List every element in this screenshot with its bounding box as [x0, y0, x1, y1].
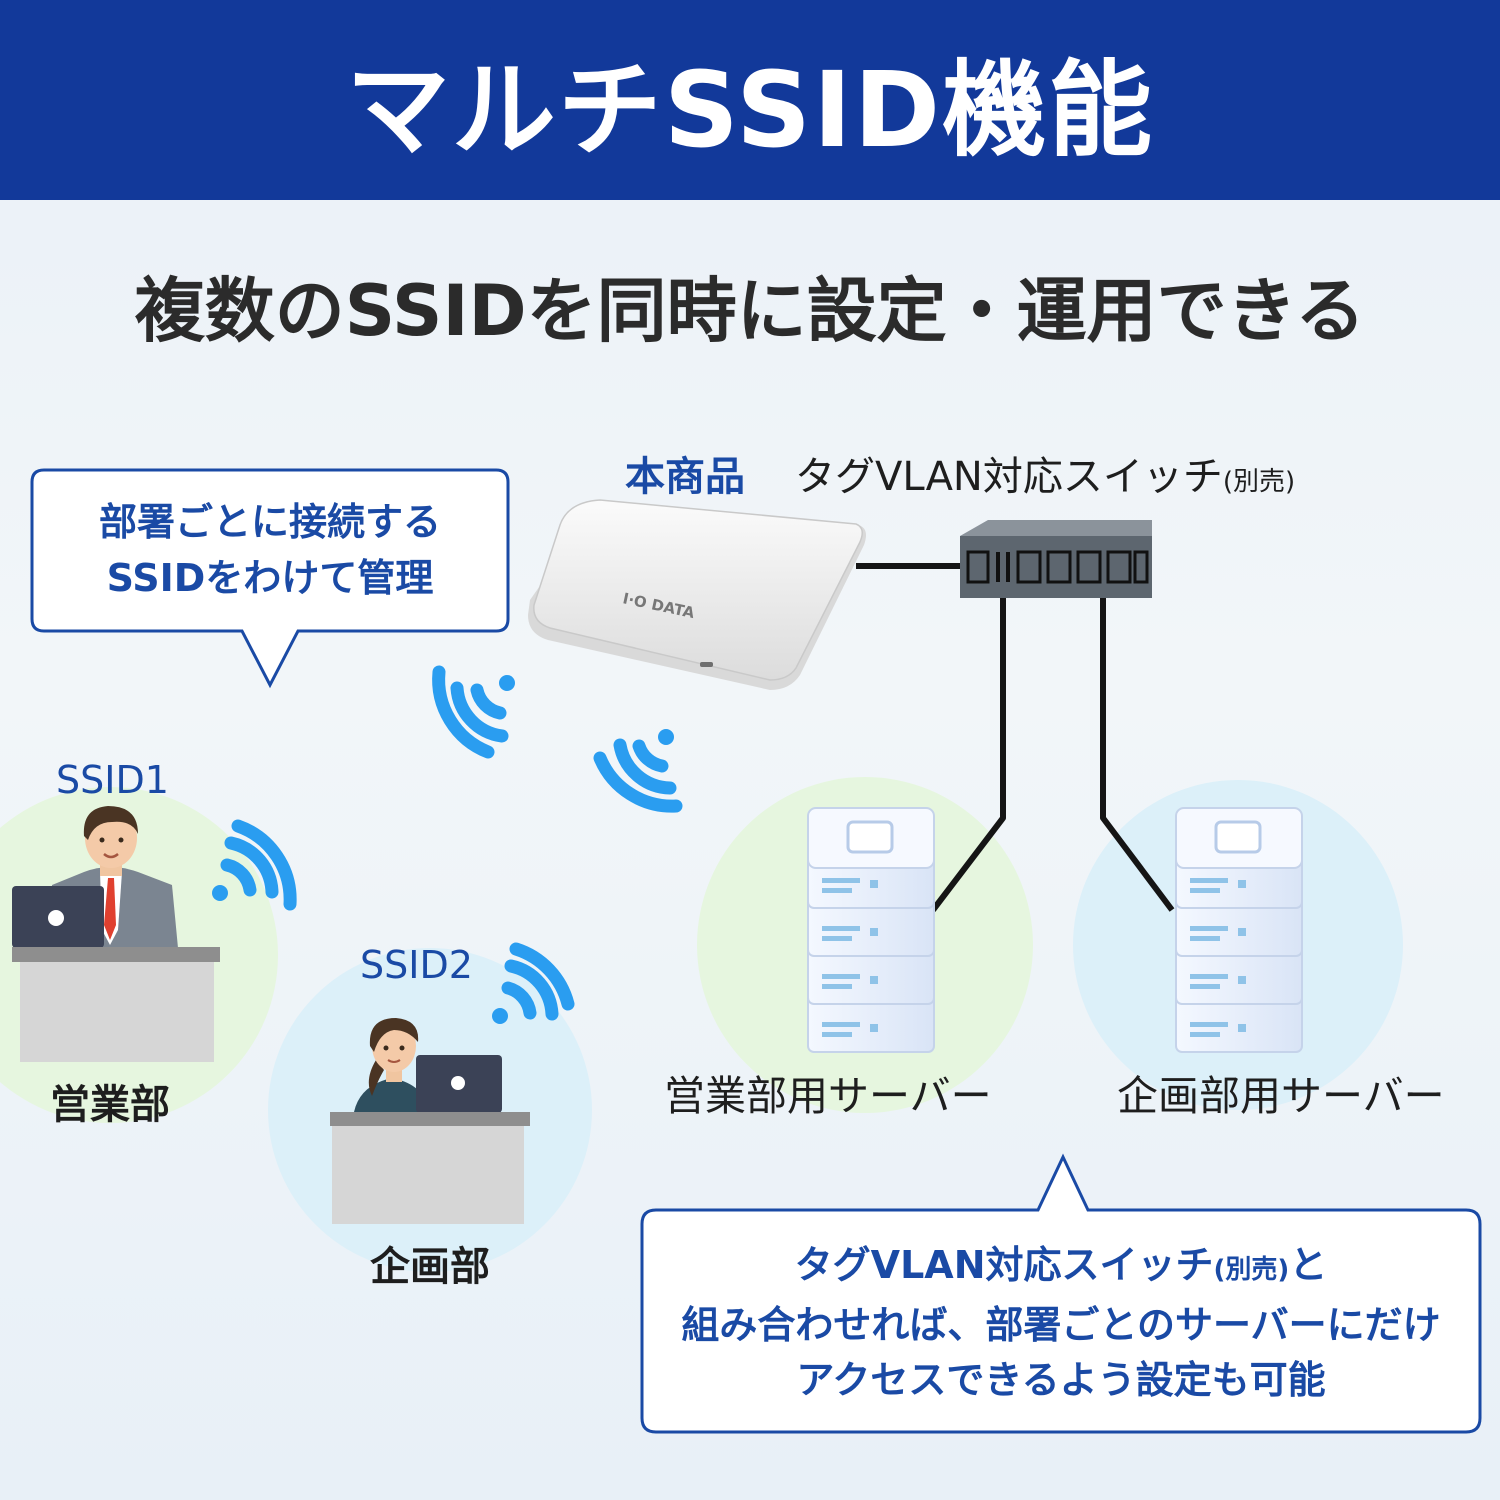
- ssid2-label: SSID2: [360, 943, 473, 987]
- callout-bottom-line1-tail: と: [1289, 1243, 1328, 1287]
- planning-department-label: 企画部: [370, 1244, 490, 1290]
- subtitle: 複数のSSIDを同時に設定・運用できる: [134, 270, 1366, 352]
- laptop-icon: [12, 886, 104, 948]
- title-banner: マルチSSID機能: [0, 0, 1500, 200]
- sales-server-label: 営業部用サーバー: [664, 1072, 992, 1120]
- office-desk: [12, 947, 220, 1062]
- wifi-icon: [212, 819, 297, 911]
- switch-note: (別売): [1222, 467, 1296, 497]
- callout-top-line2: SSIDをわけて管理: [106, 556, 434, 600]
- planning-server-label: 企画部用サーバー: [1117, 1072, 1445, 1120]
- wifi-icon: [432, 665, 515, 759]
- access-point-device: I·O DATA: [528, 499, 866, 690]
- page-title: マルチSSID機能: [345, 48, 1155, 171]
- office-desk: [330, 1112, 530, 1224]
- wifi-icon: [593, 729, 683, 813]
- callout-top-text: 部署ごとに接続する SSIDをわけて管理: [32, 494, 508, 606]
- planning-person: [354, 1018, 428, 1112]
- ssid1-label: SSID1: [56, 758, 169, 802]
- callout-bottom-line2: 組み合わせれば、部署ごとのサーバーにだけ: [681, 1303, 1441, 1347]
- planning-server-icon: [1175, 807, 1303, 1053]
- callout-bottom-box: [640, 1153, 1482, 1434]
- callout-bottom-line1-note: (別売): [1213, 1255, 1290, 1285]
- switch-label-group: タグVLAN対応スイッチ(別売): [795, 444, 1295, 502]
- callout-top-box: [30, 468, 510, 689]
- product-label: 本商品: [625, 454, 745, 500]
- callout-bottom-line3: アクセスできるよう設定も可能: [796, 1358, 1326, 1402]
- switch-label: タグVLAN対応スイッチ: [795, 454, 1223, 500]
- network-cables: [856, 563, 1175, 912]
- vlan-switch: [960, 520, 1152, 598]
- sales-department-label: 営業部: [50, 1082, 170, 1128]
- callout-bottom-line1: タグVLAN対応スイッチ(別売)と: [642, 1238, 1480, 1298]
- wifi-icon: [492, 942, 575, 1024]
- laptop-icon: [416, 1055, 502, 1113]
- sales-server-icon: [807, 807, 935, 1053]
- callout-bottom-text: タグVLAN対応スイッチ(別売)と 組み合わせれば、部署ごとのサーバーにだけ ア…: [642, 1238, 1480, 1408]
- callout-top-line1: 部署ごとに接続する: [98, 500, 441, 544]
- callout-bottom-line1-main: タグVLAN対応スイッチ: [794, 1243, 1214, 1287]
